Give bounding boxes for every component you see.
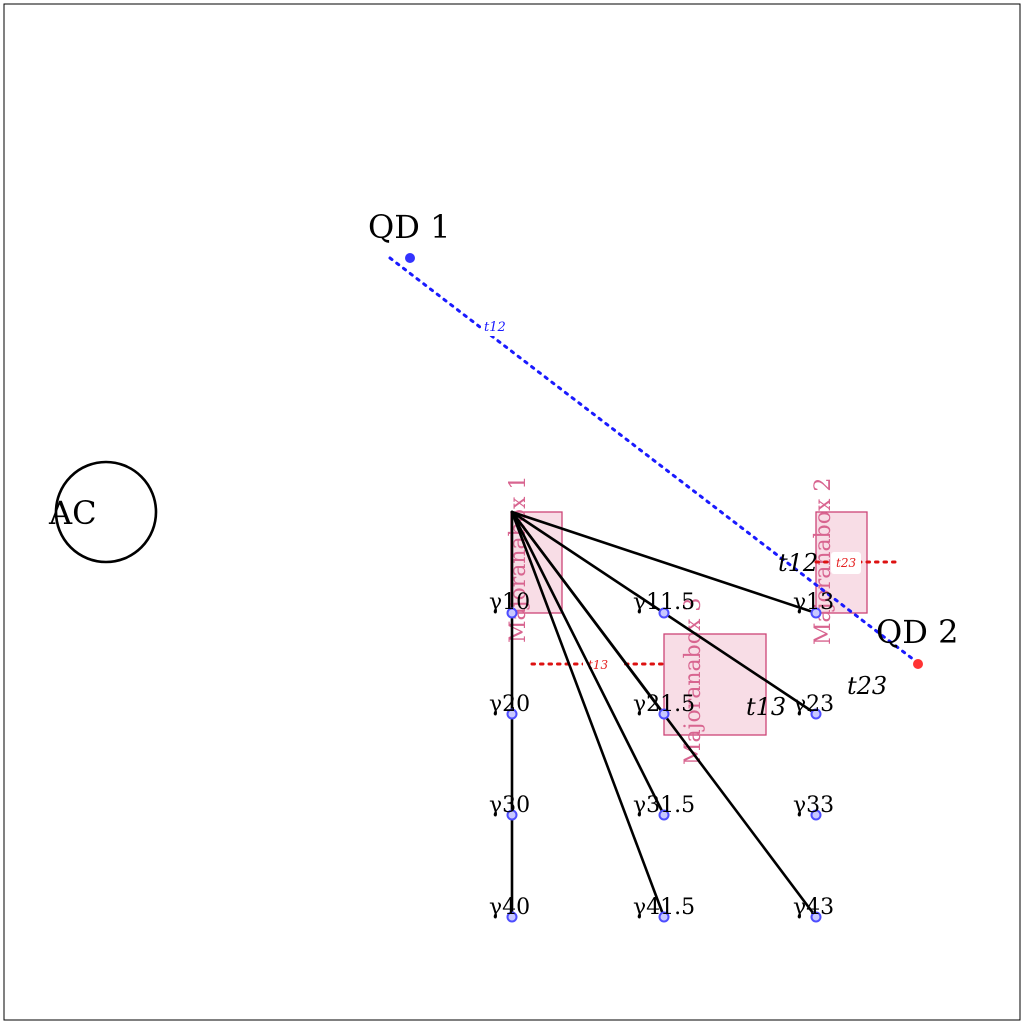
majoranabox-3 (663, 633, 767, 736)
gamma-nodes (506, 607, 822, 923)
gamma-node-g30 (506, 809, 518, 821)
t13-small-label: t13 (588, 658, 608, 672)
gamma-label-g23: γ23 (793, 692, 834, 717)
t23-small-label-bg (831, 552, 861, 574)
qd1-dot (405, 253, 415, 263)
t12-label: t12 (778, 549, 818, 577)
gamma-label-g43: γ43 (793, 895, 834, 920)
ac-label: AC (48, 494, 97, 532)
gamma-node-g33 (810, 809, 822, 821)
t23-small-label: t23 (836, 556, 856, 570)
t23-label: t23 (847, 672, 887, 700)
t12-coupling-line (388, 256, 920, 665)
gamma-node-g31_5 (658, 809, 670, 821)
gamma-label-g33: γ33 (793, 793, 834, 818)
majoranabox-3-label: Majoranabox 3 (681, 598, 706, 765)
gamma-node-g11_5 (658, 607, 670, 619)
gamma-label-g21_5: γ21.5 (633, 692, 695, 717)
t13-label: t13 (746, 693, 786, 721)
diagram-frame (3, 3, 1021, 1021)
gamma-node-g13 (810, 607, 822, 619)
t12-small-label-bg (481, 316, 509, 336)
gamma-node-g41_5 (658, 911, 670, 923)
line-to-g31_5 (510, 510, 666, 817)
gamma-node-g10 (506, 607, 518, 619)
gamma-node-g20 (506, 708, 518, 720)
t12-small-label: t12 (484, 320, 506, 335)
gamma-label-g20: γ20 (489, 692, 530, 717)
gamma-label-g40: γ40 (489, 895, 530, 920)
gamma-label-g31_5: γ31.5 (633, 793, 695, 818)
gamma-label-g13: γ13 (793, 590, 834, 615)
ac-circle (54, 460, 158, 564)
qd2-label: QD 2 (876, 613, 958, 651)
qd2-dot (913, 659, 923, 669)
gamma-node-g23 (810, 708, 822, 720)
line-to-g41_5 (510, 510, 666, 919)
gamma-label-g10: γ10 (489, 590, 530, 615)
gamma-node-g43 (810, 911, 822, 923)
qd1-label: QD 1 (368, 208, 450, 246)
gamma-node-g40 (506, 911, 518, 923)
gamma-label-g30: γ30 (489, 793, 530, 818)
gamma-node-g21_5 (658, 708, 670, 720)
line-to-g13 (510, 510, 818, 615)
gamma-label-g41_5: γ41.5 (633, 895, 695, 920)
gamma-label-g11_5: γ11.5 (633, 590, 695, 615)
